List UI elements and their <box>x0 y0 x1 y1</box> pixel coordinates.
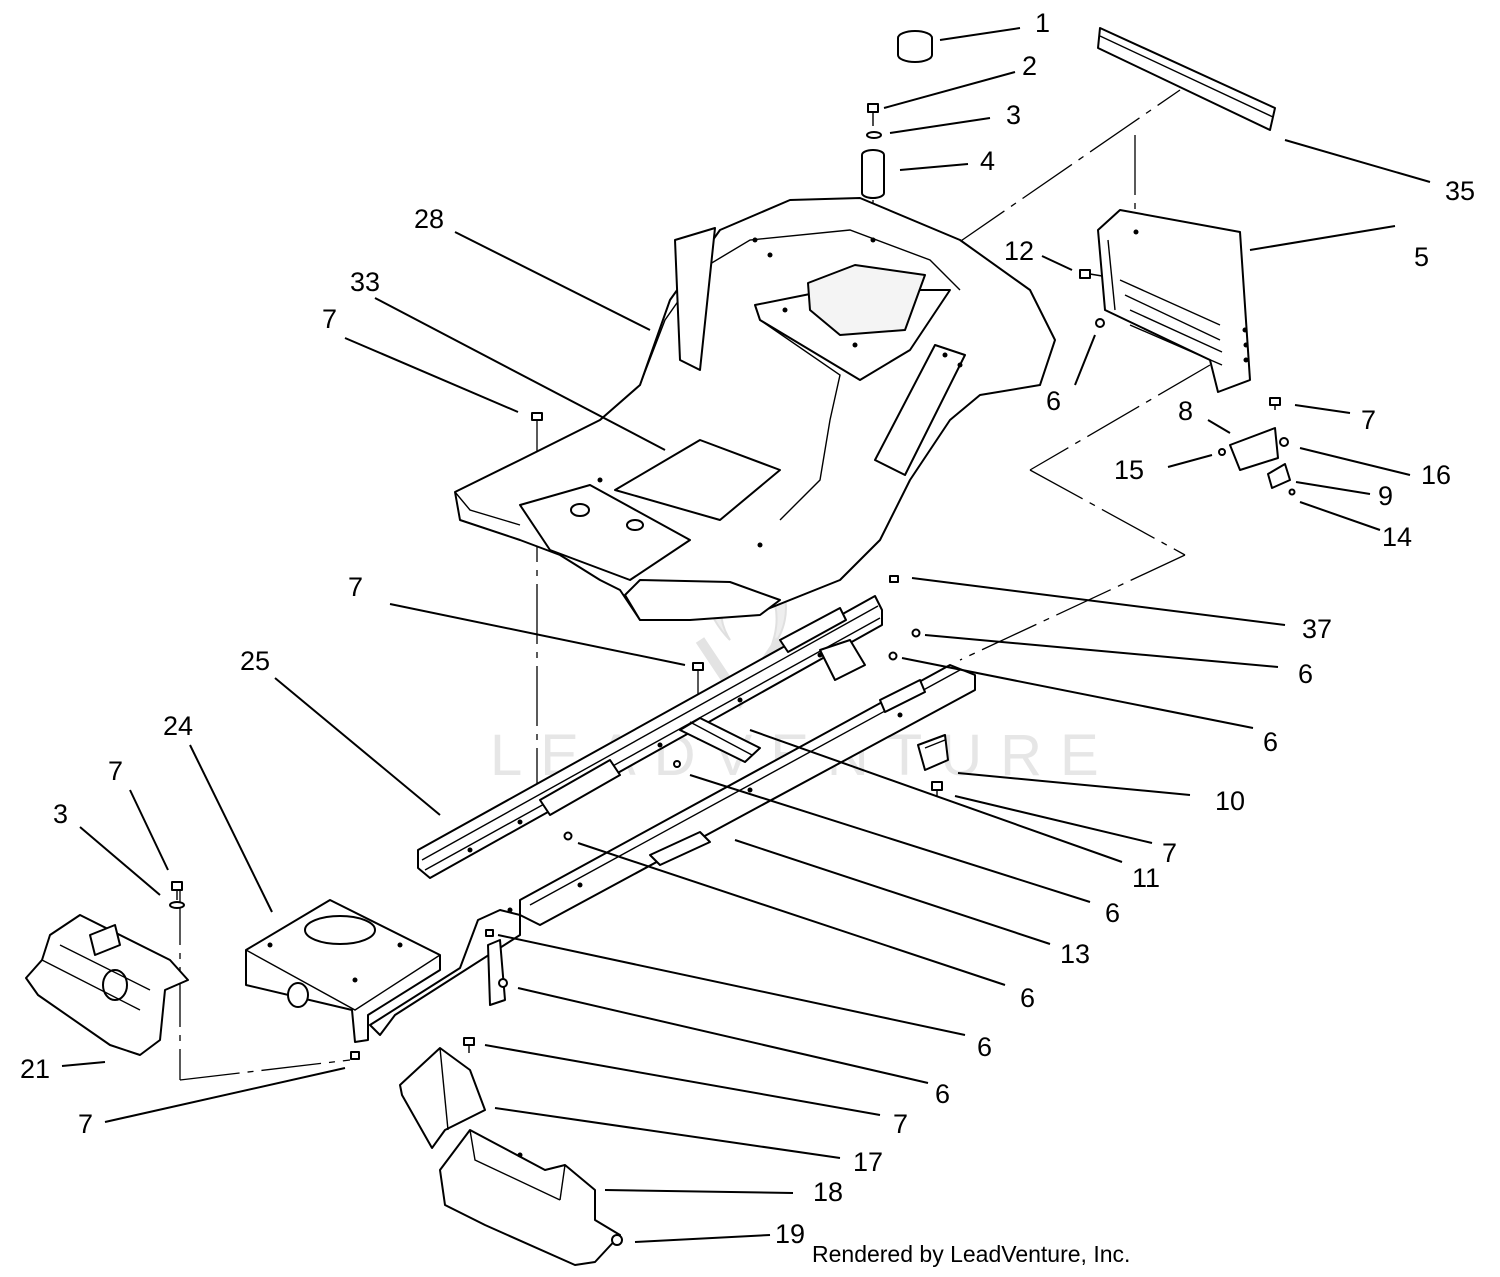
callout-24: 24 <box>163 711 193 741</box>
callout-18: 18 <box>813 1177 843 1207</box>
part-19-screw <box>611 1234 623 1246</box>
part-6-nut-front-2 <box>498 978 508 988</box>
callout-13: 13 <box>1060 939 1090 969</box>
part-6-nut-frame-4 <box>673 760 681 768</box>
callout-6-frame1: 6 <box>1298 659 1313 689</box>
part-7-bolt-shield <box>463 1037 475 1053</box>
callout-4: 4 <box>980 146 995 176</box>
callout-7-seat: 7 <box>322 304 337 334</box>
callout-3-front: 3 <box>53 799 68 829</box>
part-10-bracket <box>917 734 949 771</box>
callout-7-shield: 7 <box>893 1109 908 1139</box>
part-6-nut-frame-1 <box>911 628 921 638</box>
part-2-bolt <box>867 103 879 126</box>
callout-6-front2: 6 <box>935 1079 950 1109</box>
part-15-screw <box>1218 448 1226 456</box>
callout-11: 11 <box>1132 863 1160 893</box>
callout-9: 9 <box>1378 481 1393 511</box>
part-21-front-bracket <box>25 914 189 1056</box>
callout-7-front: 7 <box>108 756 123 786</box>
part-25-frame-rail <box>417 595 883 879</box>
part-37-bolt <box>889 575 899 583</box>
callout-5: 5 <box>1414 242 1429 272</box>
callout-33: 33 <box>350 267 380 297</box>
part-3-washer <box>866 131 882 139</box>
callout-16: 16 <box>1421 460 1451 490</box>
part-12-screw <box>1079 269 1103 279</box>
part-7-bolt-lower-front <box>350 1051 360 1060</box>
part-13-lower-rail <box>519 664 976 926</box>
part-28-fender-deck <box>454 197 1056 621</box>
callout-10: 10 <box>1215 786 1245 816</box>
callout-6-front1: 6 <box>977 1032 992 1062</box>
callout-3: 3 <box>1006 100 1021 130</box>
callout-1: 1 <box>1035 8 1050 38</box>
part-6-nut-front-1 <box>485 929 494 937</box>
callout-12: 12 <box>1004 236 1034 266</box>
part-11-cross-member <box>679 717 761 763</box>
callout-37: 37 <box>1302 614 1332 644</box>
callout-21: 21 <box>20 1054 50 1084</box>
callout-2: 2 <box>1022 51 1037 81</box>
part-5-rear-panel <box>1097 209 1251 393</box>
callout-28: 28 <box>414 204 444 234</box>
callout-7-center: 7 <box>348 572 363 602</box>
callout-8: 8 <box>1178 396 1193 426</box>
part-3-washer-front <box>169 901 185 909</box>
callout-7-lower: 7 <box>78 1109 93 1139</box>
part-35-rear-bar <box>1097 27 1276 131</box>
footer-credit: Rendered by LeadVenture, Inc. <box>812 1241 1130 1267</box>
part-1-knob <box>897 30 933 63</box>
part-4-spacer <box>861 149 885 199</box>
callout-6-frame3: 6 <box>1105 898 1120 928</box>
part-7-bolt-rear <box>1269 397 1281 410</box>
part-18-cover <box>439 1129 621 1266</box>
callout-17: 17 <box>853 1147 883 1177</box>
part-9-switch <box>1267 463 1291 489</box>
frame-front-extension <box>369 907 521 1036</box>
part-7-bolt-seat <box>531 412 543 421</box>
part-16-nut <box>1279 437 1289 447</box>
callout-7-rear: 7 <box>1361 405 1376 435</box>
part-14-nut <box>1288 488 1296 496</box>
callout-15: 15 <box>1114 455 1144 485</box>
callout-6-rear: 6 <box>1046 386 1061 416</box>
callout-7-bracket: 7 <box>1162 838 1177 868</box>
part-8-bracket <box>1229 427 1279 471</box>
part-6-nut-rear <box>1095 318 1105 328</box>
callout-14: 14 <box>1382 522 1412 552</box>
part-17-shield <box>399 1047 486 1149</box>
part-24-front-plate <box>245 899 441 1043</box>
callout-6-frame2: 6 <box>1263 727 1278 757</box>
callout-19: 19 <box>775 1219 805 1249</box>
part-6-nut-frame-3 <box>563 831 573 841</box>
callout-6-frame4: 6 <box>1020 983 1035 1013</box>
part-7-bolt-center <box>692 662 704 671</box>
callout-25: 25 <box>240 646 270 676</box>
part-7-bolt-front <box>171 881 183 900</box>
callout-35: 35 <box>1445 176 1475 206</box>
leader-lines <box>61 27 1431 1243</box>
part-6-nut-frame-2 <box>888 651 898 661</box>
callout-labels: 1 2 3 4 35 5 12 6 7 8 15 16 9 14 28 33 7… <box>20 8 1475 1249</box>
